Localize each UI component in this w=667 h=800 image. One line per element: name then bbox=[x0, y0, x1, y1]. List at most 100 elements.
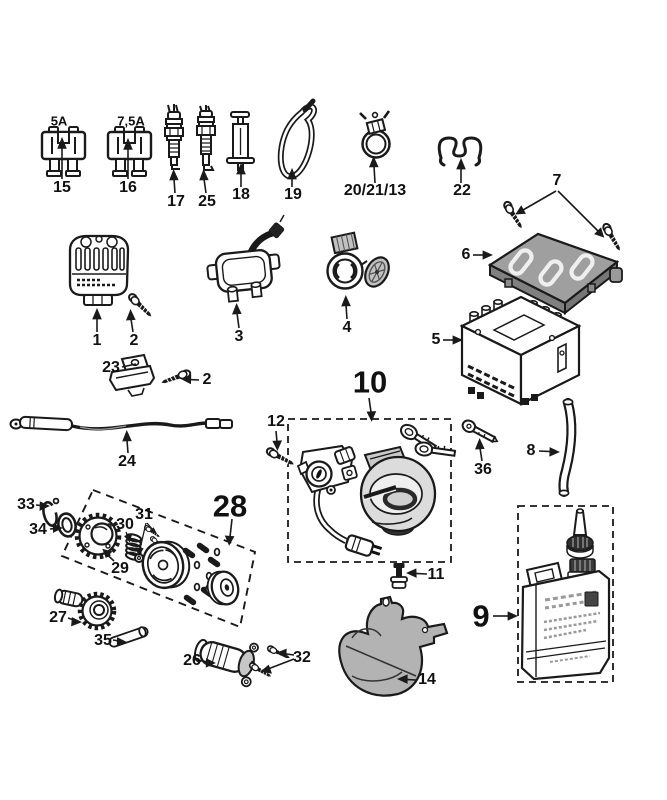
arrow-31b bbox=[135, 522, 147, 557]
seal-ring-illustration bbox=[57, 512, 77, 538]
part-label-28: 28 bbox=[212, 488, 248, 524]
fuse-7-5a-rating-label: 7,5A bbox=[117, 113, 145, 129]
starter-motor-illustration bbox=[194, 638, 259, 688]
part-label-6: 6 bbox=[461, 246, 471, 263]
arrow-22 bbox=[456, 157, 466, 183]
spring-clip-illustration bbox=[437, 136, 483, 167]
cover-screw-left bbox=[501, 199, 526, 232]
arrow-7-right bbox=[557, 190, 605, 238]
arrow-11 bbox=[406, 568, 428, 578]
accessory-socket-illustration bbox=[326, 231, 390, 290]
part-label-4: 4 bbox=[342, 319, 352, 336]
part-label-12: 12 bbox=[267, 413, 285, 430]
arrow-1 bbox=[92, 307, 102, 332]
part-label-2: 2 bbox=[129, 332, 139, 349]
part-label-3: 3 bbox=[234, 328, 244, 345]
leader-23 bbox=[121, 363, 137, 368]
arrow-16 bbox=[123, 137, 133, 179]
arrow-32a bbox=[276, 648, 295, 659]
battery-illustration bbox=[459, 295, 582, 406]
arrow-5 bbox=[443, 335, 463, 345]
arrow-7-left bbox=[515, 190, 557, 215]
cable-tie-illustration bbox=[277, 98, 317, 180]
part-label-16: 16 bbox=[119, 179, 137, 196]
spark-plug-b-illustration bbox=[196, 105, 216, 171]
arrow-17 bbox=[169, 168, 179, 194]
spout-cap-illustration bbox=[566, 508, 594, 559]
arrow-20-21-13 bbox=[369, 155, 379, 184]
arrow-15 bbox=[57, 136, 67, 179]
part-label-22: 22 bbox=[453, 182, 471, 199]
arrow-35 bbox=[112, 637, 127, 647]
fuse-5a-rating-label: 5A bbox=[50, 113, 68, 129]
arrow-31a bbox=[146, 522, 158, 535]
part-label-20-21-13: 20/21/13 bbox=[343, 182, 407, 199]
part-label-25: 25 bbox=[198, 193, 216, 210]
part-label-5: 5 bbox=[431, 331, 441, 348]
wiring-harness-illustration bbox=[9, 415, 233, 432]
arrow-34 bbox=[49, 523, 63, 533]
part-label-34: 34 bbox=[29, 521, 47, 538]
part-label-33: 33 bbox=[17, 496, 35, 513]
part-label-7: 7 bbox=[552, 172, 562, 189]
part-label-8: 8 bbox=[526, 442, 536, 459]
part-label-2b: 2 bbox=[202, 371, 212, 388]
ignition-switch-illustration bbox=[296, 444, 383, 557]
arrow-10 bbox=[366, 397, 377, 422]
part-label-26: 26 bbox=[183, 652, 201, 669]
arrow-9 bbox=[493, 611, 518, 621]
grease-syringe-illustration bbox=[226, 111, 255, 171]
part-label-27: 27 bbox=[49, 609, 67, 626]
arrow-19 bbox=[287, 167, 297, 187]
key-blank-illustration bbox=[461, 419, 499, 443]
part-label-35: 35 bbox=[94, 632, 112, 649]
fuse-5a-illustration bbox=[40, 126, 87, 177]
sprocket-illustration bbox=[74, 512, 122, 560]
keys-illustration bbox=[400, 423, 457, 457]
cover-screw-right bbox=[600, 221, 625, 254]
sensor-bracket-illustration bbox=[108, 353, 156, 397]
part-label-19: 19 bbox=[284, 186, 302, 203]
part-label-24: 24 bbox=[118, 453, 136, 470]
breather-tube-illustration bbox=[558, 398, 577, 497]
part-label-17: 17 bbox=[167, 193, 185, 210]
arrow-12 bbox=[272, 430, 283, 451]
fuel-cap-illustration bbox=[359, 445, 437, 536]
part-label-29: 29 bbox=[111, 560, 129, 577]
arrow-14 bbox=[397, 674, 417, 684]
hose-clamp-illustration bbox=[359, 110, 391, 159]
part-label-1: 1 bbox=[92, 332, 102, 349]
part-label-30: 30 bbox=[116, 516, 134, 533]
arrow-33 bbox=[35, 501, 50, 511]
lower-bracket-illustration bbox=[338, 595, 449, 697]
part-label-10: 10 bbox=[352, 364, 388, 400]
part-label-31: 31 bbox=[135, 506, 153, 523]
arrow-30 bbox=[123, 531, 133, 543]
arrow-18 bbox=[236, 162, 246, 187]
clutch-drum-illustration bbox=[141, 540, 191, 590]
arrow-28 bbox=[224, 518, 235, 546]
arrow-2b bbox=[181, 374, 200, 385]
oil-kit-box bbox=[517, 505, 614, 683]
regulator-illustration bbox=[68, 234, 130, 306]
ignition-coil-illustration bbox=[206, 214, 285, 303]
arrow-36 bbox=[474, 437, 485, 462]
arrow-24 bbox=[122, 429, 132, 454]
part-label-9: 9 bbox=[472, 598, 490, 634]
part-label-18: 18 bbox=[232, 186, 250, 203]
battery-cover-illustration bbox=[487, 232, 623, 316]
part-label-23: 23 bbox=[102, 359, 120, 376]
leader-arrows bbox=[35, 136, 605, 684]
spark-plug-a-illustration bbox=[164, 104, 184, 170]
double-gear-illustration bbox=[53, 588, 117, 631]
lock-set-screw bbox=[264, 445, 297, 469]
fuse-7-5a-illustration bbox=[106, 126, 153, 177]
lock-set-box bbox=[287, 418, 452, 563]
arrow-27 bbox=[67, 617, 82, 627]
kit-end-cap-illustration bbox=[204, 570, 240, 606]
arrow-26 bbox=[202, 658, 216, 668]
arrow-25 bbox=[199, 168, 209, 194]
arrow-2 bbox=[125, 308, 136, 333]
